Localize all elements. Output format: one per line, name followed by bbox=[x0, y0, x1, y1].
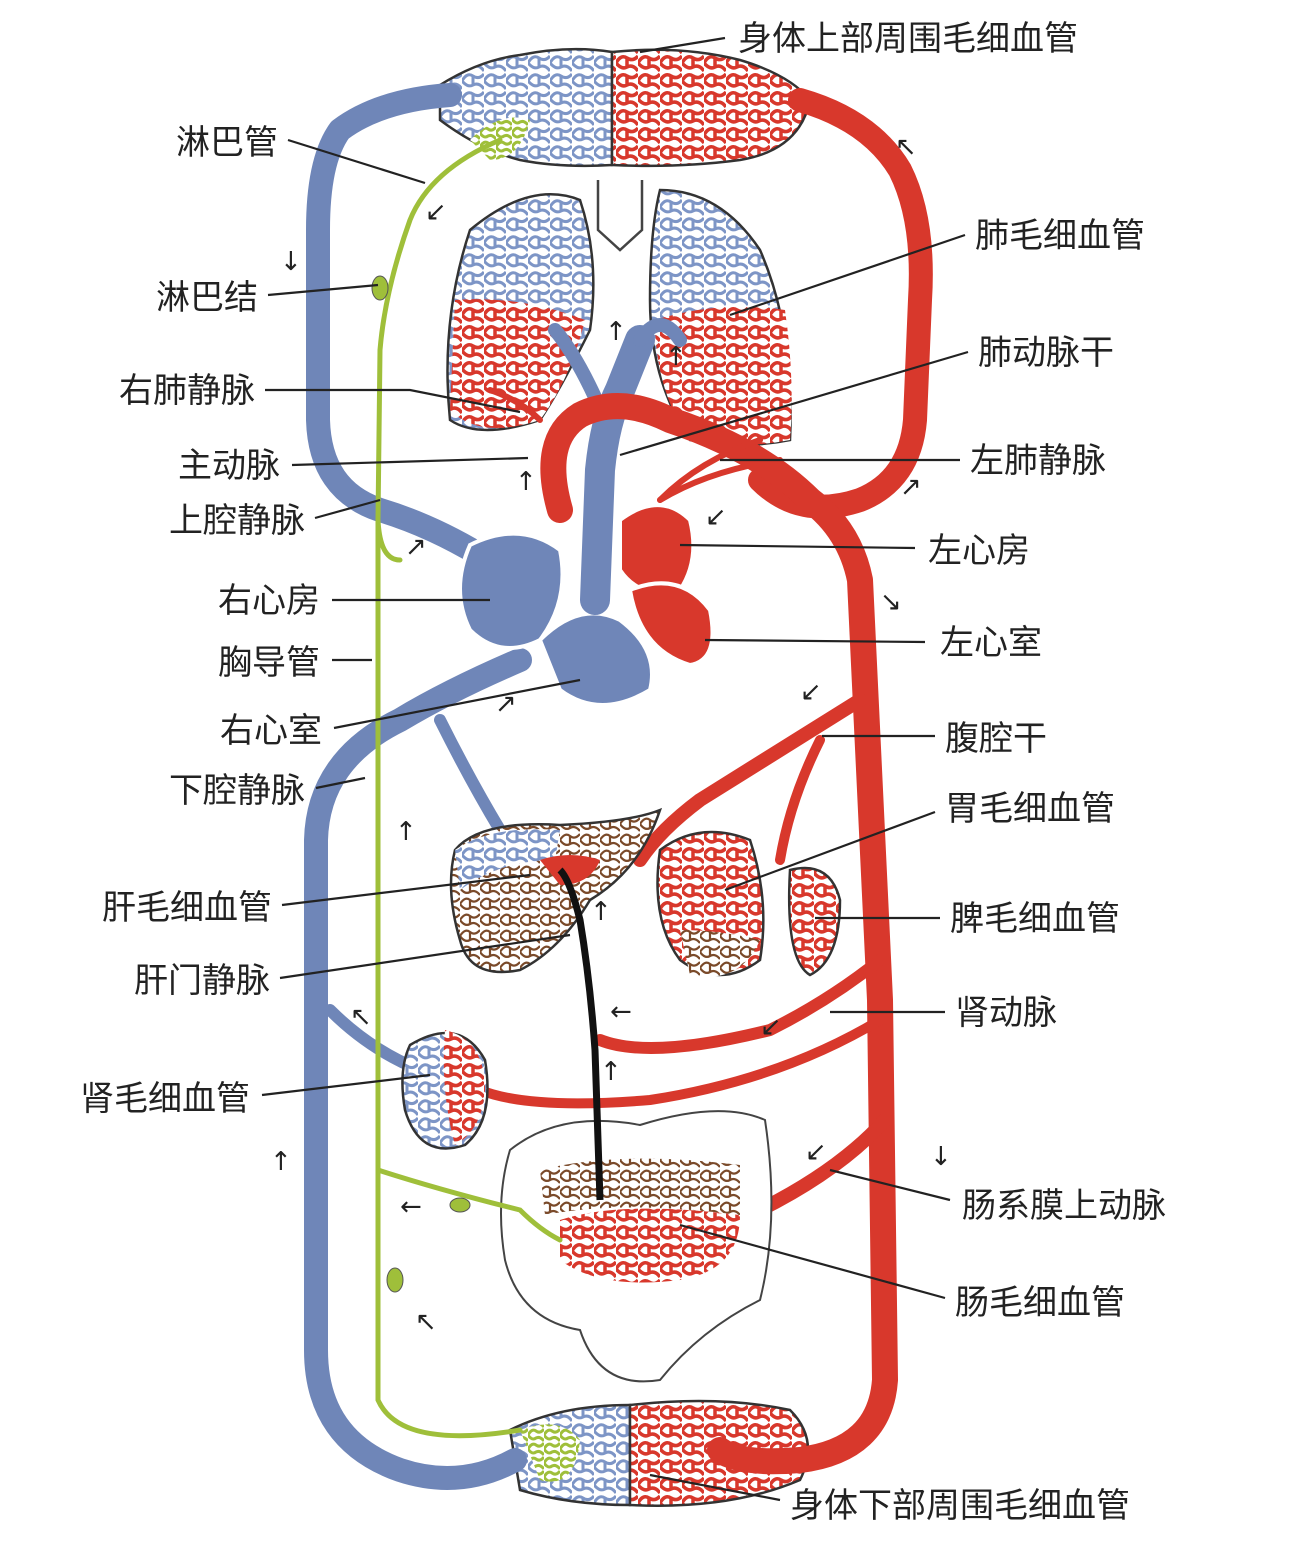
labels: 身体上部周围毛细血管 肺毛细血管 肺动脉干 左肺静脉 左心房 左心室 腹腔干 胃… bbox=[80, 19, 1166, 1526]
label-thoracic-duct: 胸导管 bbox=[218, 643, 320, 683]
arrow-up-icon: ↑ bbox=[590, 897, 612, 927]
arrow-up-icon: ↑ bbox=[515, 467, 537, 497]
label-intestinal-capillaries: 肠毛细血管 bbox=[955, 1283, 1125, 1323]
arrow-icon: ↙ bbox=[805, 1137, 827, 1167]
arrow-icon: ↙ bbox=[760, 1012, 782, 1042]
arrow-up-icon: ↑ bbox=[600, 1057, 622, 1087]
arteries bbox=[475, 88, 933, 1475]
left-ventricle bbox=[627, 581, 715, 668]
label-right-pulmonary-vein: 右肺静脉 bbox=[119, 371, 255, 411]
arrow-icon: ↖ bbox=[350, 1002, 372, 1032]
arrow-up-icon: ↑ bbox=[665, 342, 687, 372]
label-spleen-capillaries: 脾毛细血管 bbox=[950, 899, 1120, 939]
arrow-up-icon: ↑ bbox=[395, 817, 417, 847]
trachea bbox=[596, 180, 644, 252]
label-left-atrium: 左心房 bbox=[928, 531, 1030, 571]
hepatic-portal-vein-vessel bbox=[557, 867, 604, 1201]
lymphatics bbox=[371, 137, 563, 1439]
liver bbox=[449, 807, 663, 974]
label-celiac-trunk: 腹腔干 bbox=[945, 719, 1047, 759]
label-hepatic-portal-vein: 肝门静脉 bbox=[134, 961, 270, 1001]
arrow-down-icon: ↓ bbox=[930, 1142, 952, 1172]
leader-lines bbox=[261, 36, 969, 1502]
label-lymph-node: 淋巴结 bbox=[156, 278, 258, 318]
arrow-icon: ↗ bbox=[900, 472, 922, 502]
arrow-icon: ↘ bbox=[880, 587, 902, 617]
label-pulmonary-trunk: 肺动脉干 bbox=[978, 333, 1114, 373]
arrow-left-icon: ← bbox=[610, 997, 632, 1027]
label-lower-capillaries: 身体下部周围毛细血管 bbox=[790, 1486, 1130, 1526]
label-stomach-capillaries: 胃毛细血管 bbox=[945, 789, 1115, 829]
arrow-icon: ↙ bbox=[800, 677, 822, 707]
label-kidney-capillaries: 肾毛细血管 bbox=[80, 1079, 250, 1119]
label-left-ventricle: 左心室 bbox=[940, 623, 1042, 663]
lymph-node-icon bbox=[371, 275, 389, 301]
label-superior-vena-cava: 上腔静脉 bbox=[169, 501, 305, 541]
right-ventricle bbox=[537, 611, 654, 707]
arrow-down-icon: ↓ bbox=[280, 247, 302, 277]
arrow-icon: ↖ bbox=[415, 1307, 437, 1337]
intestines bbox=[500, 1110, 773, 1383]
label-right-atrium: 右心房 bbox=[218, 581, 320, 621]
kidney bbox=[401, 1030, 489, 1150]
arrow-icon: ↖ bbox=[895, 132, 917, 162]
stomach bbox=[656, 830, 765, 977]
label-aorta: 主动脉 bbox=[178, 446, 280, 486]
label-left-pulmonary-vein: 左肺静脉 bbox=[970, 441, 1106, 481]
label-lymph-vessel: 淋巴管 bbox=[176, 123, 278, 163]
label-renal-artery: 肾动脉 bbox=[955, 993, 1057, 1033]
left-atrium bbox=[618, 503, 696, 595]
arrow-icon: ↙ bbox=[705, 502, 727, 532]
arrow-icon: ↙ bbox=[425, 197, 447, 227]
arrow-up-icon: ↑ bbox=[270, 1147, 292, 1177]
upper-capillary-bed bbox=[438, 47, 812, 168]
label-liver-capillaries: 肝毛细血管 bbox=[102, 888, 272, 928]
label-right-ventricle: 右心室 bbox=[220, 711, 322, 751]
label-superior-mesenteric-artery: 肠系膜上动脉 bbox=[962, 1186, 1166, 1226]
label-inferior-vena-cava: 下腔静脉 bbox=[169, 771, 305, 811]
label-upper-capillaries: 身体上部周围毛细血管 bbox=[738, 19, 1078, 59]
label-lung-capillaries: 肺毛细血管 bbox=[975, 216, 1145, 256]
flow-arrows: ↓ ↙ ↖ ↗ ↙ ↘ ↙ ↗ ↗ ↑ ↑ ← ↙ ↑ ↖ ↑ ↓ ↙ ← ↖ … bbox=[270, 132, 952, 1337]
lungs bbox=[446, 180, 792, 447]
arrow-icon: ↗ bbox=[405, 532, 427, 562]
arrow-left-icon: ← bbox=[400, 1192, 422, 1222]
arrow-up-icon: ↑ bbox=[605, 317, 627, 347]
spleen bbox=[787, 866, 842, 977]
